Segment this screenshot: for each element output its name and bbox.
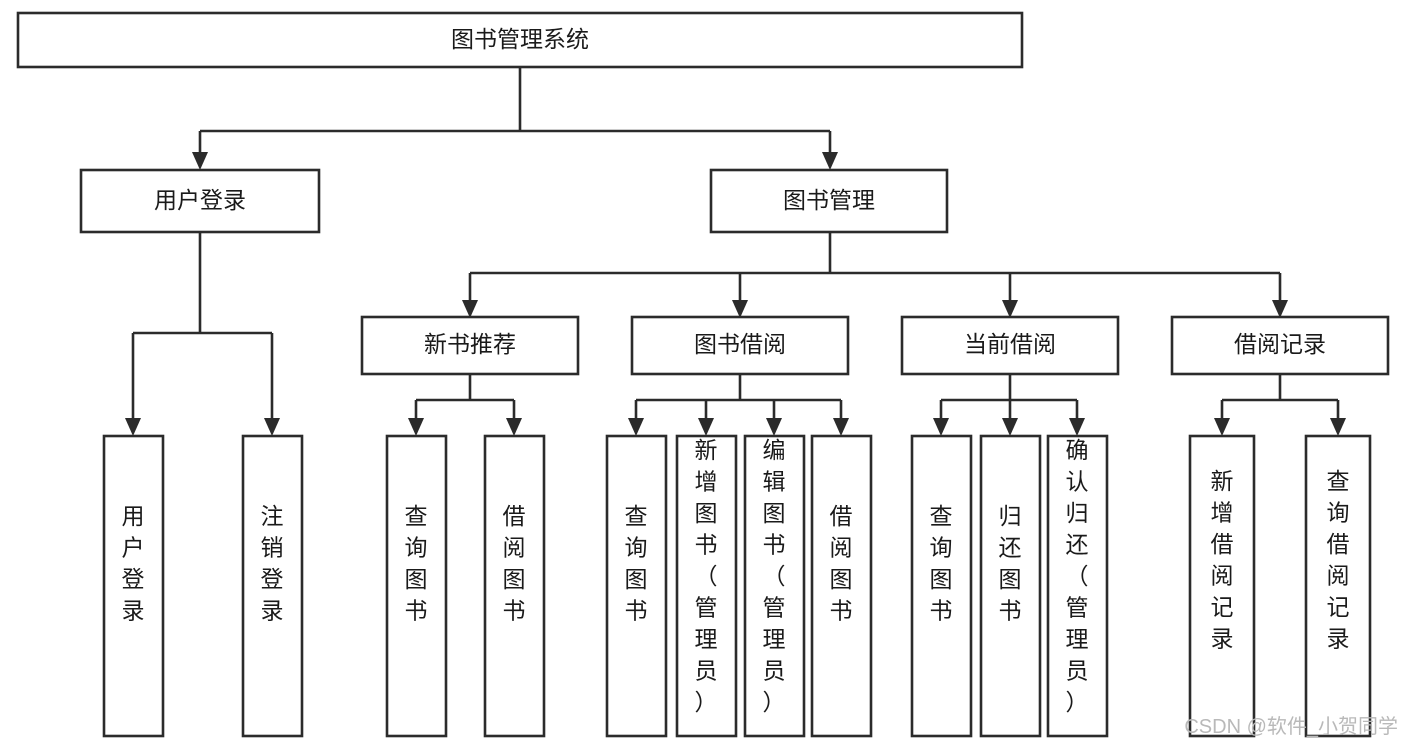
leaf-borrow-borrow-book-label: 借阅图书	[830, 503, 853, 624]
node-current-borrow-box[interactable]	[900, 315, 1120, 376]
arrow-to-leaf-current-3	[1069, 418, 1085, 436]
leaf-record-query-record[interactable]: 查询借阅记录	[1304, 434, 1372, 738]
arrow-to-leaf-borrow-1	[628, 418, 644, 436]
node-user-login-box[interactable]	[79, 168, 321, 234]
node-root-system-label: 图书管理系统	[451, 26, 589, 52]
arrow-to-borrow-record	[1272, 300, 1288, 318]
leaf-recommend-borrow-book-box[interactable]	[483, 434, 546, 738]
connector-layer	[131, 67, 1340, 420]
node-borrow-record[interactable]: 借阅记录	[1170, 315, 1390, 376]
node-current-borrow[interactable]: 当前借阅	[900, 315, 1120, 376]
leaf-recommend-query-book-box[interactable]	[385, 434, 448, 738]
leaf-user-login-login-box[interactable]	[102, 434, 165, 738]
leaf-user-login-logout[interactable]: 注销登录	[241, 434, 304, 738]
node-book-borrow-box[interactable]	[630, 315, 850, 376]
node-book-management-label: 图书管理	[783, 187, 875, 213]
leaf-user-login-login-label: 用户登录	[122, 503, 145, 624]
leaf-current-query-book[interactable]: 查询图书	[910, 434, 973, 738]
arrow-to-leaf-current-1	[933, 418, 949, 436]
arrow-to-leaf-current-2	[1002, 418, 1018, 436]
leaf-current-query-book-label: 查询图书	[930, 503, 953, 624]
leaf-borrow-edit-book[interactable]: 编辑图书（管理员）	[743, 434, 806, 738]
leaf-recommend-borrow-book[interactable]: 借阅图书	[483, 434, 546, 738]
leaf-current-return-book-box[interactable]	[979, 434, 1042, 738]
arrow-to-user-login	[192, 152, 208, 170]
node-new-book-recommend[interactable]: 新书推荐	[360, 315, 580, 376]
node-book-borrow-label: 图书借阅	[694, 331, 786, 357]
leaf-user-login-login[interactable]: 用户登录	[102, 434, 165, 738]
arrow-to-new-book-recommend	[462, 300, 478, 318]
leaf-record-add-record-box[interactable]	[1188, 434, 1256, 738]
node-user-login[interactable]: 用户登录	[79, 168, 321, 234]
node-root-system-box[interactable]	[16, 11, 1024, 69]
leaf-borrow-query-book-box[interactable]	[605, 434, 668, 738]
node-book-management[interactable]: 图书管理	[709, 168, 949, 234]
arrow-to-leaf-user-login	[125, 418, 141, 436]
node-borrow-record-label: 借阅记录	[1234, 331, 1326, 357]
leaf-user-login-logout-label: 注销登录	[261, 503, 284, 624]
leaf-recommend-borrow-book-label: 借阅图书	[503, 503, 526, 624]
leaf-current-return-book-label: 归还图书	[999, 503, 1022, 624]
leaf-user-login-logout-box[interactable]	[241, 434, 304, 738]
node-new-book-recommend-label: 新书推荐	[424, 331, 516, 357]
leaf-current-query-book-box[interactable]	[910, 434, 973, 738]
leaf-borrow-add-book-label: 新增图书（管理员）	[695, 437, 718, 715]
arrow-to-leaf-borrow-4	[833, 418, 849, 436]
leaf-current-confirm-return[interactable]: 确认归还（管理员）	[1046, 434, 1109, 738]
node-book-borrow[interactable]: 图书借阅	[630, 315, 850, 376]
node-book-management-box[interactable]	[709, 168, 949, 234]
node-user-login-label: 用户登录	[154, 187, 246, 213]
arrow-to-book-borrow	[732, 300, 748, 318]
csdn-watermark: CSDN @软件_小贺同学	[1184, 715, 1398, 738]
leaf-current-return-book[interactable]: 归还图书	[979, 434, 1042, 738]
arrow-to-leaf-record-2	[1330, 418, 1346, 436]
leaf-borrow-borrow-book-box[interactable]	[810, 434, 873, 738]
node-new-book-recommend-box[interactable]	[360, 315, 580, 376]
leaf-current-confirm-return-label: 确认归还（管理员）	[1066, 437, 1089, 715]
node-root-system[interactable]: 图书管理系统	[16, 11, 1024, 69]
arrow-to-leaf-recommend-1	[408, 418, 424, 436]
arrow-to-leaf-borrow-2	[698, 418, 714, 436]
leaf-record-add-record-label: 新增借阅记录	[1211, 468, 1234, 652]
arrow-to-leaf-record-1	[1214, 418, 1230, 436]
arrow-to-leaf-borrow-3	[766, 418, 782, 436]
leaf-record-query-record-box[interactable]	[1304, 434, 1372, 738]
arrow-to-current-borrow	[1002, 300, 1018, 318]
leaf-recommend-query-book[interactable]: 查询图书	[385, 434, 448, 738]
arrow-to-book-mgmt	[822, 152, 838, 170]
leaf-borrow-edit-book-label: 编辑图书（管理员）	[763, 437, 786, 715]
arrow-to-leaf-logout	[264, 418, 280, 436]
leaf-borrow-borrow-book[interactable]: 借阅图书	[810, 434, 873, 738]
leaf-borrow-query-book-label: 查询图书	[625, 503, 648, 624]
leaf-borrow-add-book[interactable]: 新增图书（管理员）	[675, 434, 738, 738]
leaf-borrow-edit-book-box[interactable]	[743, 434, 806, 738]
leaf-borrow-add-book-box[interactable]	[675, 434, 738, 738]
leaf-borrow-query-book[interactable]: 查询图书	[605, 434, 668, 738]
leaf-recommend-query-book-label: 查询图书	[405, 503, 428, 624]
leaf-current-confirm-return-box[interactable]	[1046, 434, 1109, 738]
node-current-borrow-label: 当前借阅	[964, 331, 1056, 357]
leaf-record-add-record[interactable]: 新增借阅记录	[1188, 434, 1256, 738]
arrow-to-leaf-recommend-2	[506, 418, 522, 436]
leaf-record-query-record-label: 查询借阅记录	[1327, 468, 1350, 652]
node-borrow-record-box[interactable]	[1170, 315, 1390, 376]
